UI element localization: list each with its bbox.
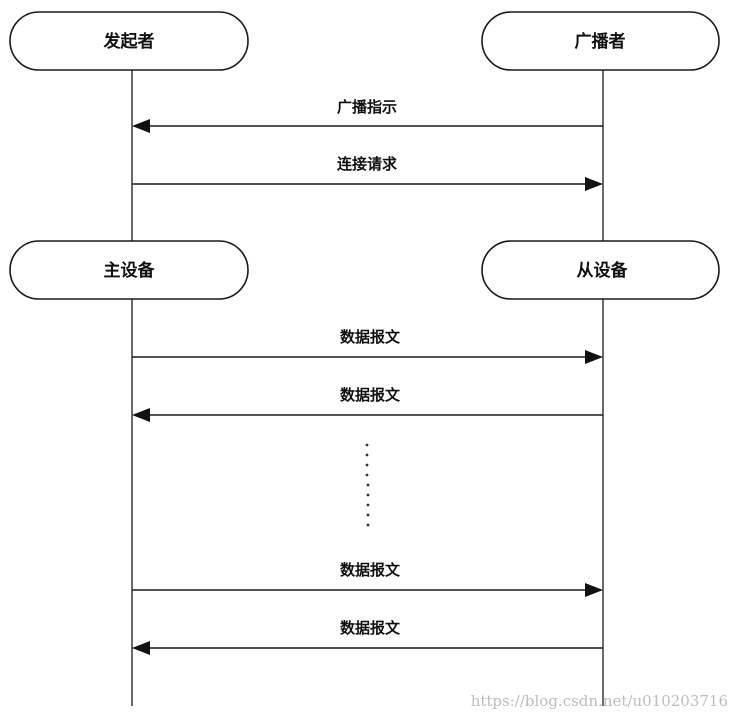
message-data-packet-2: 数据报文 <box>132 386 603 422</box>
continuation-dots <box>365 443 370 527</box>
actor-advertiser-label: 广播者 <box>575 31 626 52</box>
actor-slave-label: 从设备 <box>577 260 629 281</box>
message-label: 广播指示 <box>337 98 397 116</box>
message-label: 数据报文 <box>340 561 401 579</box>
arrowhead-left <box>132 408 150 422</box>
actor-initiator: 发起者 <box>9 11 249 71</box>
actor-initiator-label: 发起者 <box>103 31 155 52</box>
actor-master: 主设备 <box>9 240 249 300</box>
arrowhead-right <box>585 350 603 364</box>
arrowhead-left <box>132 119 150 133</box>
arrowhead-right <box>585 177 603 191</box>
message-label: 数据报文 <box>340 619 401 637</box>
message-connection-request: 连接请求 <box>132 155 603 191</box>
watermark-url: https://blog.csdn.net/u010203716 <box>471 692 728 710</box>
actor-slave: 从设备 <box>481 240 720 300</box>
arrowhead-right <box>585 583 603 597</box>
actor-advertiser: 广播者 <box>481 11 720 71</box>
message-data-packet-1: 数据报文 <box>132 328 603 364</box>
message-label: 数据报文 <box>340 386 401 404</box>
actor-master-label: 主设备 <box>104 260 156 281</box>
message-advertising-indication: 广播指示 <box>132 98 603 133</box>
message-label: 连接请求 <box>337 155 398 173</box>
message-data-packet-4: 数据报文 <box>132 619 603 655</box>
message-label: 数据报文 <box>340 328 401 346</box>
message-data-packet-3: 数据报文 <box>132 561 603 597</box>
arrowhead-left <box>132 641 150 655</box>
